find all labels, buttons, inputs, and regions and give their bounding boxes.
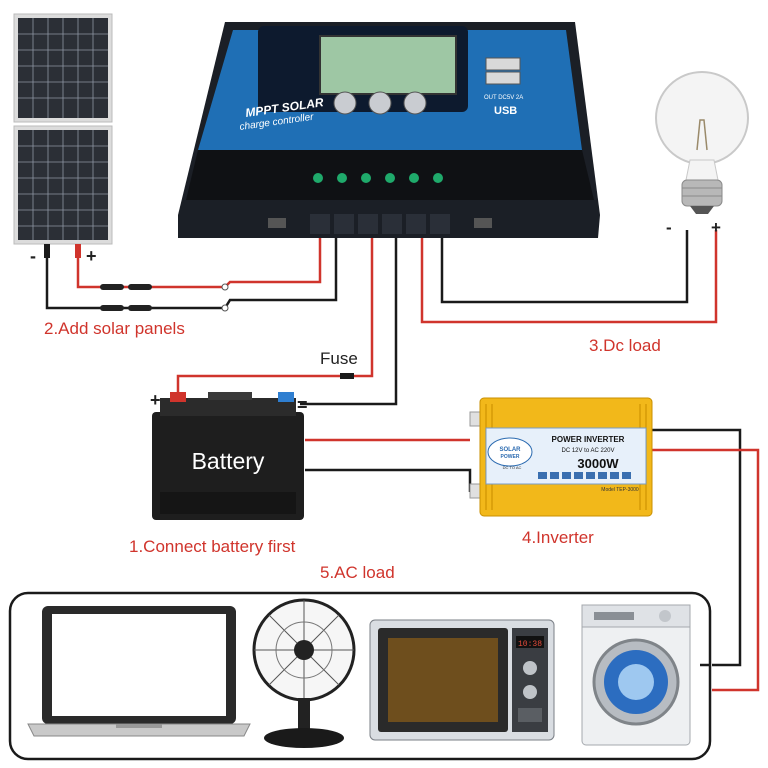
usb-spec: OUT DC5V 2A xyxy=(484,95,523,101)
menu-button xyxy=(333,91,357,115)
panel-negative-wire xyxy=(45,238,338,310)
power-inverter: SOLAR POWER DC TO AC POWER INVERTER DC 1… xyxy=(469,397,653,517)
panel-positive-label: + xyxy=(86,246,97,266)
battery-positive-label: + xyxy=(150,390,161,410)
laptop xyxy=(27,606,251,737)
inverter-model: Model TEP-3000 xyxy=(601,487,639,493)
inverter-brand-power: POWER xyxy=(501,454,520,460)
washing-machine xyxy=(581,604,691,746)
battery-label: Battery xyxy=(192,448,265,474)
inverter-feature-icons xyxy=(538,472,631,479)
inverter-title: POWER INVERTER xyxy=(552,435,625,444)
light-bulb: - + xyxy=(655,71,749,237)
panel-negative-label: - xyxy=(30,246,36,266)
mppt-charge-controller: MPPT SOLAR charge controller OUT DC5V 2A… xyxy=(178,22,600,238)
lcd-screen xyxy=(319,35,457,95)
battery-negative-label: = xyxy=(297,395,308,415)
microwave: 10:38 xyxy=(369,619,555,741)
usb-label: USB xyxy=(494,105,517,117)
fuse-label: Fuse xyxy=(320,349,358,368)
dc-load-positive-wire xyxy=(420,230,718,324)
solar-panel xyxy=(13,13,113,258)
inverter-wattage: 3000W xyxy=(577,456,619,471)
fuse-icon xyxy=(340,373,354,379)
inverter-brand-dc-to-ac: DC TO AC xyxy=(503,465,522,470)
usb-port-2 xyxy=(485,71,521,85)
ac-load-black-wire xyxy=(650,428,742,667)
battery-inverter-black-wire xyxy=(305,468,472,492)
electric-fan xyxy=(252,598,356,748)
ac-load-label: 5.AC load xyxy=(320,563,395,582)
battery: Battery + = xyxy=(150,390,308,520)
up-button xyxy=(368,91,392,115)
wiring xyxy=(45,230,760,692)
microwave-display: 10:38 xyxy=(518,640,542,649)
battery-positive-wire xyxy=(176,238,374,396)
connect-battery-first-label: 1.Connect battery first xyxy=(129,537,296,556)
bulb-negative-label: - xyxy=(666,218,672,237)
down-button xyxy=(403,91,427,115)
bulb-positive-label: + xyxy=(711,218,721,237)
battery-negative-wire xyxy=(300,238,398,406)
mc4-connector-icons xyxy=(100,283,229,312)
inverter-label: 4.Inverter xyxy=(522,528,594,547)
dc-load-negative-wire xyxy=(440,230,689,304)
panel-positive-wire xyxy=(76,238,322,289)
ac-load-red-wire xyxy=(650,448,760,692)
add-solar-panels-label: 2.Add solar panels xyxy=(44,319,185,338)
terminal-block xyxy=(310,214,450,234)
inverter-brand-solar: SOLAR xyxy=(500,447,522,453)
usb-port-1 xyxy=(485,57,521,71)
dc-load-label: 3.Dc load xyxy=(589,336,661,355)
indicator-leds xyxy=(313,173,443,183)
inverter-subtitle: DC 12V to AC 220V xyxy=(561,448,614,454)
